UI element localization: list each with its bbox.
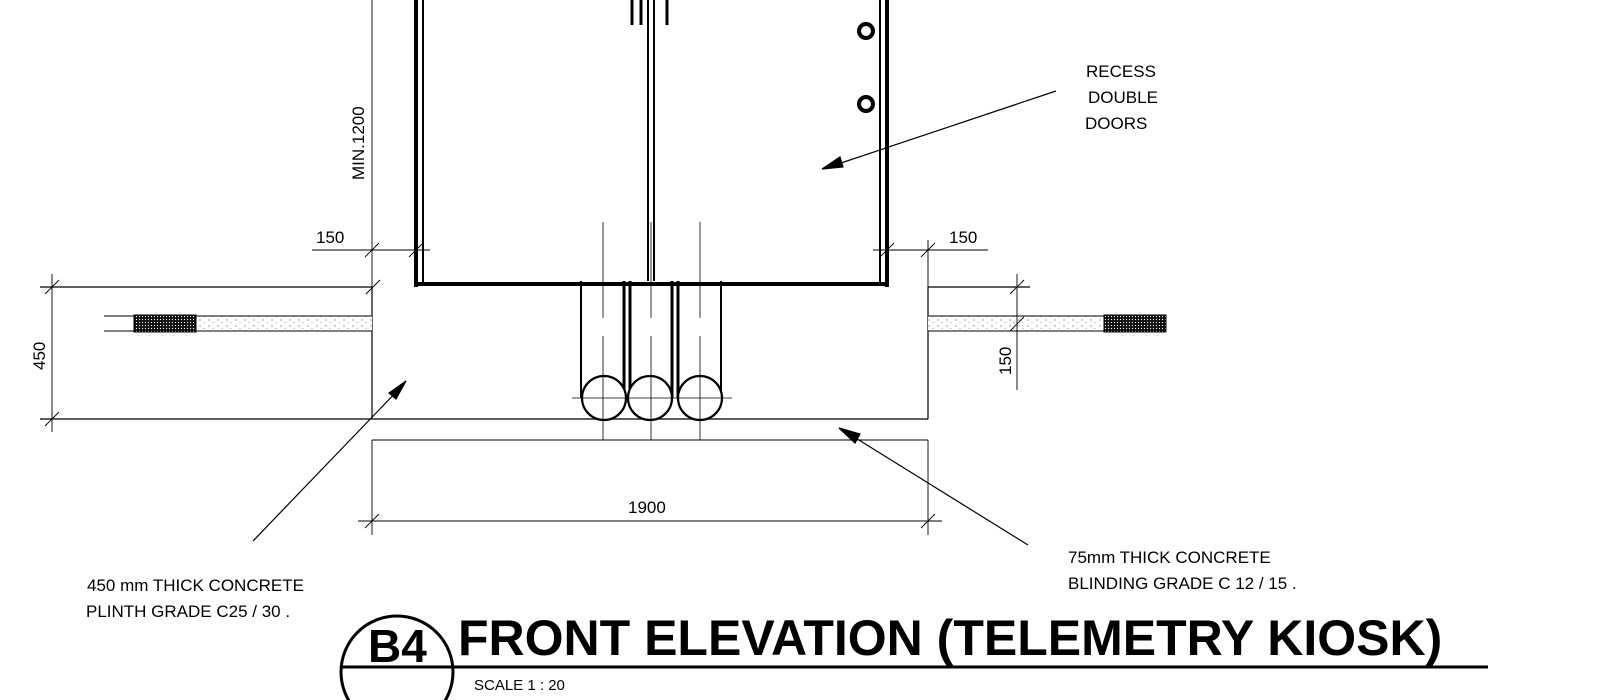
kiosk-body	[414, 0, 889, 287]
note-recess-line1: RECESS	[1086, 62, 1156, 81]
note-blinding-line1: 75mm THICK CONCRETE	[1068, 548, 1271, 567]
leader-recess-doors	[821, 90, 1057, 170]
drawing-title: FRONT ELEVATION (TELEMETRY KIOSK)	[458, 610, 1442, 666]
dimension-plinth-width	[358, 439, 942, 535]
dimension-offset-left	[312, 242, 430, 258]
dim-offset-right-label: 150	[949, 228, 977, 247]
dimension-plinth-depth	[44, 274, 381, 432]
dimension-offset-right	[873, 240, 988, 296]
duct-centerlines	[602, 222, 701, 440]
note-recess-line2: DOUBLE	[1088, 88, 1158, 107]
dim-offset-left-label: 150	[316, 228, 344, 247]
note-blinding-line2: BLINDING GRADE C 12 / 15 .	[1068, 574, 1297, 593]
dim-plinth-depth-label: 450	[30, 342, 49, 370]
dimension-slab-thickness	[1009, 274, 1025, 390]
door-handles	[630, 0, 669, 25]
ground-slab-left	[104, 314, 372, 333]
door-split-line	[647, 0, 655, 281]
leader-plinth-note	[252, 380, 407, 542]
ground-slab-right	[928, 314, 1167, 333]
note-plinth-line2: PLINTH GRADE C25 / 30 .	[86, 602, 290, 621]
drawing-scale: SCALE 1 : 20	[474, 677, 565, 694]
leader-blinding-note	[838, 427, 1029, 546]
concrete-plinth	[40, 286, 1030, 420]
dim-plinth-width-label: 1900	[628, 498, 666, 517]
dim-slab-thickness-label: 150	[996, 347, 1015, 375]
dim-min-height-label: MIN.1200	[349, 106, 368, 180]
title-block: B4 FRONT ELEVATION (TELEMETRY KIOSK) SCA…	[339, 610, 1488, 700]
cable-ducts	[572, 281, 732, 422]
note-recess-line3: DOORS	[1085, 114, 1147, 133]
note-plinth-line1: 450 mm THICK CONCRETE	[87, 576, 304, 595]
title-badge: B4	[368, 620, 427, 672]
door-hinges	[857, 22, 875, 113]
